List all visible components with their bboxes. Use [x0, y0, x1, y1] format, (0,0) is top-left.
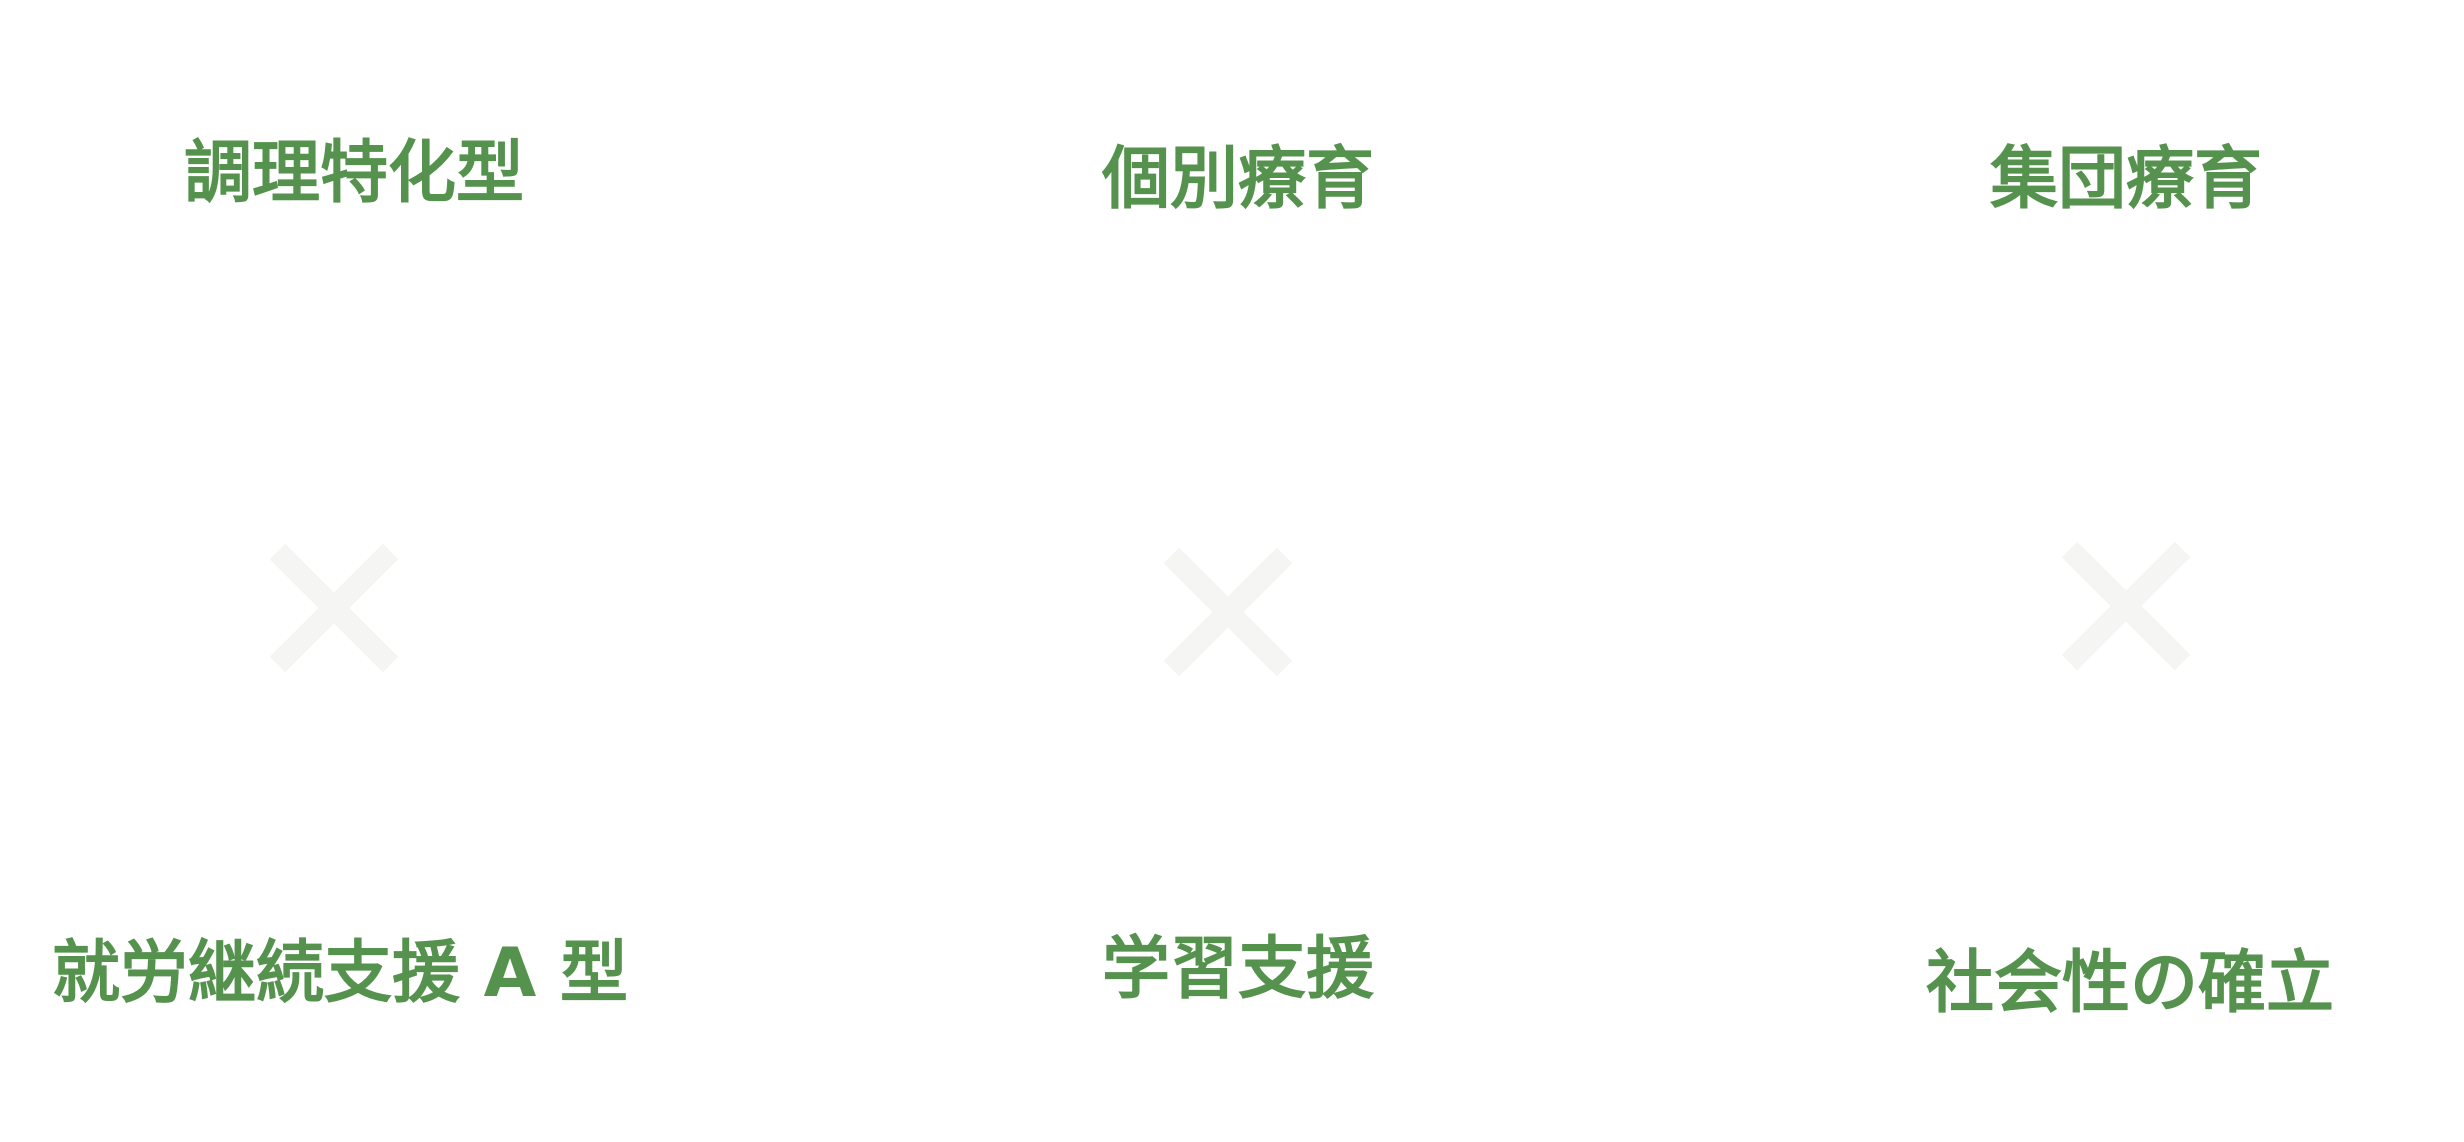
cross-icon [1166, 550, 1290, 674]
cross-icon [272, 546, 396, 670]
top-label-2: 個別療育 [1101, 140, 1375, 219]
bottom-label-1: 就労継続支援 A 型 [52, 934, 628, 1013]
bottom-label-2: 学習支援 [1101, 930, 1375, 1009]
cross-icon [2064, 544, 2188, 668]
bottom-label-3: 社会性の確立 [1925, 944, 2335, 1023]
top-label-3: 集団療育 [1989, 140, 2263, 219]
top-label-1: 調理特化型 [183, 134, 525, 213]
